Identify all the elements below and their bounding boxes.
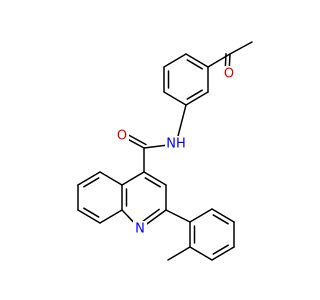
bond-q4-q3-inner <box>144 177 161 188</box>
bond-q4a-q4 <box>121 171 145 186</box>
bond-q4-q3 <box>143 171 167 186</box>
atom-nitrogen-ring: N <box>133 221 147 237</box>
bond-a6-a1 <box>185 53 209 68</box>
bond-q5-q6-inner <box>83 177 100 188</box>
bond-q8-q8a <box>99 209 123 224</box>
bond-a4-a5 <box>185 91 209 106</box>
bond-q2-t1 <box>165 209 191 223</box>
bond-t5-t6-inner <box>212 214 229 225</box>
atom-nitrogen-amide: NH <box>165 136 187 152</box>
bond-t2-t3 <box>189 246 213 261</box>
bond-t2-me2 <box>167 246 191 261</box>
bond-q2-qn-inner <box>140 208 160 224</box>
bond-q7-q8-inner <box>83 207 100 218</box>
atom-labels-layer: O O NH N <box>115 66 236 237</box>
bond-q5-q6 <box>77 171 101 186</box>
bond-t5-t6 <box>211 208 235 223</box>
bond-t3-t4 <box>211 246 235 261</box>
molecule-diagram: O O NH N <box>77 41 253 261</box>
atom-label-oxygen-ketone: O <box>224 67 234 82</box>
bond-cc-me1 <box>229 41 253 55</box>
bond-t6-t1 <box>189 208 213 223</box>
bond-a6-cc <box>207 53 231 68</box>
bond-a6-a1-inner <box>186 59 203 70</box>
structure-canvas: O O NH N <box>77 41 253 261</box>
atom-oxygen-amide: O <box>115 128 129 144</box>
bond-q7-q8 <box>77 209 101 224</box>
bond-t3-t4-inner <box>212 244 229 255</box>
atom-label-nitrogen-ring: N <box>135 222 145 237</box>
bond-a4-a5-inner <box>186 89 203 100</box>
atom-label-oxygen-amide: O <box>117 129 127 144</box>
bond-a1-a2 <box>163 53 187 68</box>
atom-label-nitrogen-amide: NH <box>166 137 186 152</box>
bond-a3-a4 <box>163 91 187 106</box>
atom-oxygen-ketone: O <box>222 66 236 82</box>
bond-q4a-q5 <box>99 171 123 186</box>
